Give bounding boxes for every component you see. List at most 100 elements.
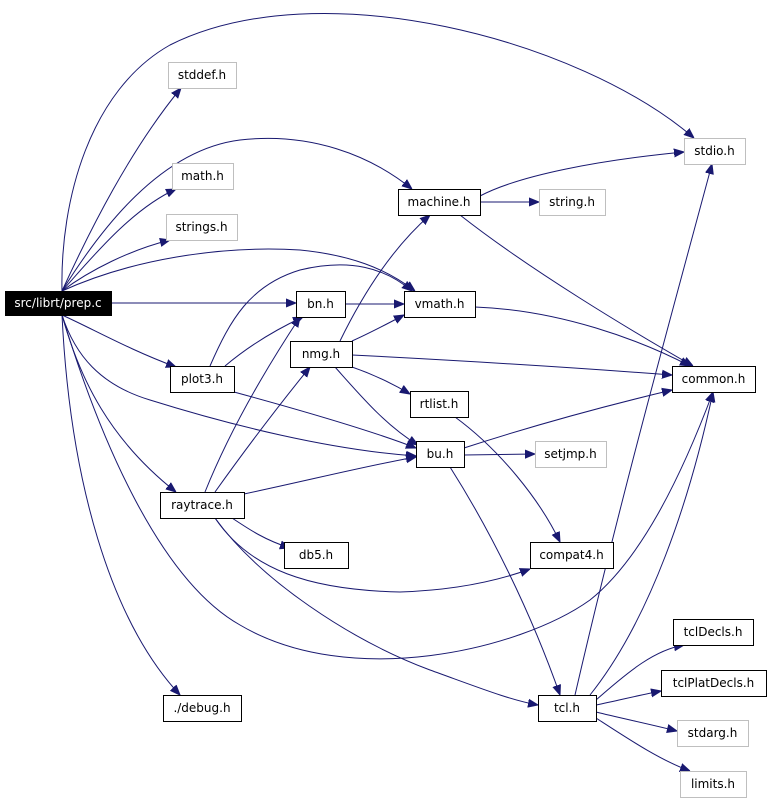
- node-box-prep: [5, 291, 112, 316]
- node-box-debug: [163, 695, 242, 722]
- edge-machine-to-common: [459, 214, 693, 366]
- edge-prep-to-bu: [61, 314, 416, 456]
- edge-tcl-to-tclDecls: [595, 645, 684, 701]
- node-strings: strings.h: [166, 214, 238, 241]
- node-label-rtlist: rtlist.h: [420, 397, 459, 411]
- edge-prep-to-common: [61, 314, 713, 660]
- edge-bu-to-tcl: [449, 466, 560, 695]
- node-prep[interactable]: src/librt/prep.c: [5, 291, 112, 316]
- node-db5[interactable]: db5.h: [284, 542, 349, 569]
- node-string: string.h: [539, 189, 606, 216]
- node-box-strings: [166, 214, 238, 241]
- edge-raytrace-to-compat4: [214, 517, 530, 593]
- edge-prep-to-vmath: [61, 248, 415, 291]
- node-plot3[interactable]: plot3.h: [170, 366, 235, 393]
- node-box-bn: [296, 291, 346, 318]
- node-debug[interactable]: ./debug.h: [163, 695, 242, 722]
- node-box-compat4: [530, 542, 614, 569]
- edge-bu-to-common: [463, 390, 672, 449]
- node-machine[interactable]: machine.h: [398, 189, 481, 216]
- edge-tcl-to-common: [589, 392, 713, 696]
- edge-tcl-to-limits: [595, 717, 690, 771]
- node-box-db5: [284, 542, 349, 569]
- edge-bu-to-setjmp: [463, 454, 535, 455]
- edge-tcl-to-tclPlatDecls: [595, 691, 661, 706]
- node-label-tclplatdecls: tclPlatDecls.h: [673, 676, 755, 690]
- node-stddef: stddef.h: [168, 62, 237, 89]
- node-box-string: [539, 189, 606, 216]
- node-label-vmath: vmath.h: [415, 297, 465, 311]
- node-label-compat4: compat4.h: [539, 548, 603, 562]
- node-box-machine: [398, 189, 481, 216]
- edge-raytrace-to-db5: [231, 517, 290, 548]
- edge-raytrace-to-tcl: [214, 517, 538, 705]
- node-stdarg: stdarg.h: [677, 720, 749, 747]
- node-label-common: common.h: [682, 372, 746, 386]
- edge-plot3-to-bu: [233, 391, 416, 448]
- edge-prep-to-stdio: [61, 13, 694, 292]
- node-limits: limits.h: [680, 771, 747, 798]
- node-setjmp: setjmp.h: [535, 441, 607, 468]
- edge-prep-to-plot3: [61, 314, 176, 367]
- node-label-nmg: nmg.h: [302, 347, 340, 361]
- node-tcl[interactable]: tcl.h: [538, 695, 597, 722]
- node-label-prep: src/librt/prep.c: [14, 296, 101, 310]
- node-raytrace[interactable]: raytrace.h: [160, 492, 245, 519]
- edge-prep-to-strings: [61, 240, 170, 292]
- node-box-stddef: [168, 62, 237, 89]
- node-label-stdio: stdio.h: [694, 144, 734, 158]
- node-nmg[interactable]: nmg.h: [290, 341, 353, 368]
- node-label-limits: limits.h: [691, 777, 735, 791]
- node-box-raytrace: [160, 492, 245, 519]
- node-box-nmg: [290, 341, 353, 368]
- node-vmath[interactable]: vmath.h: [404, 291, 476, 318]
- node-label-tcldecls: tclDecls.h: [684, 625, 743, 639]
- node-rtlist[interactable]: rtlist.h: [410, 391, 469, 418]
- node-box-tclplatdecls: [661, 670, 767, 697]
- node-label-tcl: tcl.h: [554, 701, 580, 715]
- node-label-stddef: stddef.h: [178, 68, 226, 82]
- node-box-bu: [416, 441, 465, 468]
- node-math: math.h: [172, 163, 234, 190]
- node-box-vmath: [404, 291, 476, 318]
- node-label-setjmp: setjmp.h: [544, 447, 596, 461]
- edge-raytrace-to-bn: [204, 317, 300, 493]
- node-label-plot3: plot3.h: [181, 372, 223, 386]
- edge-machine-to-stdio: [479, 152, 684, 197]
- node-label-db5: db5.h: [299, 548, 333, 562]
- node-label-machine: machine.h: [408, 195, 471, 209]
- edge-plot3-to-vmath: [209, 264, 412, 367]
- node-label-math: math.h: [181, 169, 224, 183]
- edge-nmg-to-common: [351, 354, 672, 375]
- node-label-string: string.h: [549, 195, 595, 209]
- node-box-setjmp: [535, 441, 607, 468]
- node-bu[interactable]: bu.h: [416, 441, 465, 468]
- node-bn[interactable]: bn.h: [296, 291, 346, 318]
- edge-tcl-to-stdio: [574, 164, 712, 696]
- node-box-math: [172, 163, 234, 190]
- node-box-stdio: [684, 138, 746, 165]
- nodes-layer: src/librt/prep.c stddef.h math.h strings.h s…: [5, 62, 767, 798]
- node-label-debug: ./debug.h: [173, 701, 230, 715]
- edge-nmg-to-rtlist: [351, 366, 410, 394]
- node-tclplatdecls[interactable]: tclPlatDecls.h: [661, 670, 767, 697]
- edge-raytrace-to-bu: [243, 457, 416, 495]
- edge-tcl-to-stdarg: [595, 711, 677, 731]
- edge-nmg-to-vmath: [351, 315, 404, 342]
- node-tcldecls[interactable]: tclDecls.h: [673, 619, 754, 646]
- node-common[interactable]: common.h: [672, 366, 756, 393]
- edge-prep-to-debug: [61, 314, 180, 695]
- edge-vmath-to-common: [474, 306, 690, 366]
- node-box-plot3: [170, 366, 235, 393]
- node-box-stdarg: [677, 720, 749, 747]
- edge-rtlist-to-compat4: [454, 416, 560, 542]
- node-compat4[interactable]: compat4.h: [530, 542, 614, 569]
- edge-nmg-to-machine: [339, 215, 430, 342]
- node-box-common: [672, 366, 756, 393]
- node-label-strings: strings.h: [175, 220, 227, 234]
- node-box-tcldecls: [673, 619, 754, 646]
- node-stdio: stdio.h: [684, 138, 746, 165]
- node-box-tcl: [538, 695, 597, 722]
- node-box-rtlist: [410, 391, 469, 418]
